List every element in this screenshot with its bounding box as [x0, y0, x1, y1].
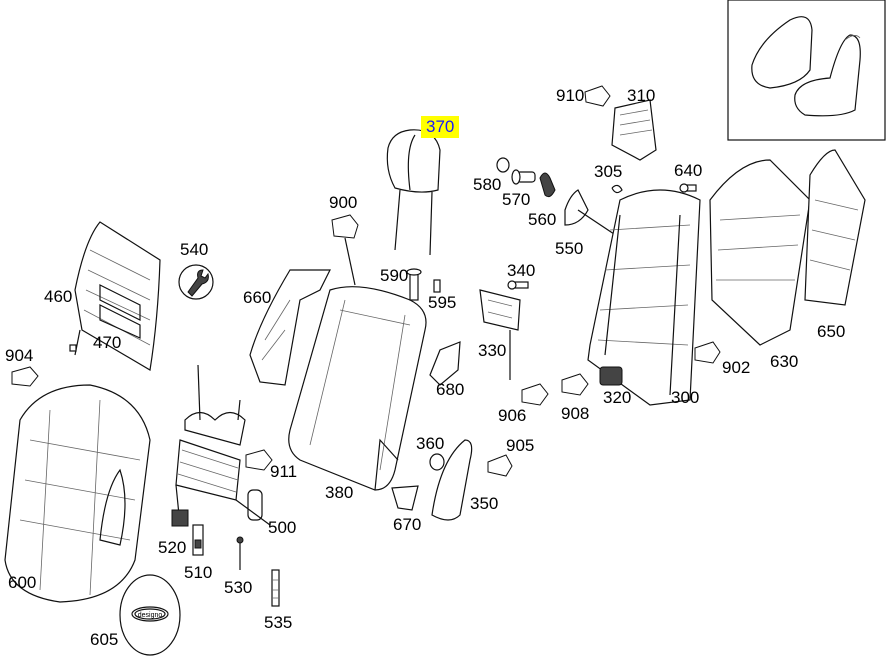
label-310[interactable]: 310 — [627, 86, 656, 105]
part-310-control-unit[interactable] — [611, 99, 657, 161]
label-330[interactable]: 330 — [478, 341, 507, 360]
part-540-tool-symbol[interactable] — [178, 264, 214, 300]
part-370-headrest[interactable] — [386, 129, 441, 256]
label-510[interactable]: 510 — [184, 563, 213, 582]
part-305-clip[interactable] — [611, 184, 623, 194]
label-550[interactable]: 550 — [555, 239, 584, 258]
part-605-designo-badge[interactable]: designo — [119, 574, 181, 656]
part-460-backrest-cover[interactable] — [69, 221, 161, 371]
part-520-connector[interactable] — [171, 509, 189, 527]
part-350-side-trim[interactable] — [431, 439, 473, 521]
part-535-bolt[interactable] — [271, 569, 280, 607]
part-340-bolt[interactable] — [507, 280, 529, 290]
part-330-bracket[interactable] — [479, 289, 521, 380]
label-530[interactable]: 530 — [224, 578, 253, 597]
tag-905 — [487, 454, 513, 477]
label-902[interactable]: 902 — [722, 358, 751, 377]
label-670[interactable]: 670 — [393, 515, 422, 534]
label-640[interactable]: 640 — [674, 161, 703, 180]
part-320-motor[interactable] — [599, 366, 623, 386]
label-540[interactable]: 540 — [180, 240, 209, 259]
label-590[interactable]: 590 — [380, 266, 409, 285]
label-630[interactable]: 630 — [770, 352, 799, 371]
part-300-backrest-frame[interactable] — [587, 189, 701, 406]
label-360[interactable]: 360 — [416, 434, 445, 453]
label-560[interactable]: 560 — [528, 210, 557, 229]
label-904[interactable]: 904 — [5, 346, 34, 365]
label-900[interactable]: 900 — [329, 193, 358, 212]
label-595[interactable]: 595 — [428, 293, 457, 312]
label-650[interactable]: 650 — [817, 322, 846, 341]
tag-900 — [331, 214, 359, 239]
label-370-highlighted[interactable]: 370 — [421, 116, 460, 138]
label-580[interactable]: 580 — [473, 175, 502, 194]
tag-904 — [11, 366, 39, 387]
tag-906 — [521, 383, 549, 406]
part-660-side-panel[interactable] — [249, 269, 331, 386]
designo-logo: designo — [138, 612, 163, 619]
label-905[interactable]: 905 — [506, 436, 535, 455]
part-550-cover[interactable] — [564, 189, 621, 239]
part-595-guide-sleeve[interactable] — [433, 279, 441, 293]
part-580-cap[interactable] — [496, 157, 510, 173]
part-650-rear-panel[interactable] — [804, 149, 866, 306]
label-570[interactable]: 570 — [502, 190, 531, 209]
label-520[interactable]: 520 — [158, 538, 187, 557]
label-460[interactable]: 460 — [44, 287, 73, 306]
part-630-backrest-panel[interactable] — [709, 159, 811, 346]
label-535[interactable]: 535 — [264, 613, 293, 632]
part-600-seat-cover[interactable] — [4, 384, 151, 603]
label-305[interactable]: 305 — [594, 162, 623, 181]
part-360-cap[interactable] — [429, 453, 445, 471]
part-640-screw[interactable] — [679, 183, 697, 193]
label-470[interactable]: 470 — [93, 333, 122, 352]
part-590-headrest-guide[interactable] — [406, 268, 422, 301]
part-670-trim-piece[interactable] — [391, 485, 419, 511]
label-660[interactable]: 660 — [243, 288, 272, 307]
part-500-lumbar-support[interactable] — [175, 364, 271, 526]
label-300[interactable]: 300 — [671, 388, 700, 407]
part-380-backrest-foam[interactable] — [288, 286, 427, 491]
part-530-pin[interactable] — [236, 536, 244, 570]
label-906[interactable]: 906 — [498, 406, 527, 425]
label-680[interactable]: 680 — [436, 380, 465, 399]
part-510-switch[interactable] — [192, 524, 204, 556]
label-908[interactable]: 908 — [561, 404, 590, 423]
label-911[interactable]: 911 — [270, 462, 298, 481]
label-600[interactable]: 600 — [8, 573, 37, 592]
label-500[interactable]: 500 — [268, 518, 297, 537]
label-350[interactable]: 350 — [470, 494, 499, 513]
label-605[interactable]: 605 — [90, 630, 119, 649]
tag-902 — [694, 341, 721, 364]
label-910[interactable]: 910 — [556, 86, 585, 105]
part-560-lever[interactable] — [539, 172, 556, 198]
tag-911 — [245, 449, 273, 471]
part-680-cover-panel[interactable] — [429, 341, 461, 386]
label-320[interactable]: 320 — [603, 388, 632, 407]
overview-inset — [727, 0, 886, 141]
tag-908 — [561, 373, 589, 396]
part-570-screw[interactable] — [511, 169, 536, 185]
tag-910 — [584, 85, 611, 107]
label-380[interactable]: 380 — [325, 483, 354, 502]
label-340[interactable]: 340 — [507, 261, 536, 280]
